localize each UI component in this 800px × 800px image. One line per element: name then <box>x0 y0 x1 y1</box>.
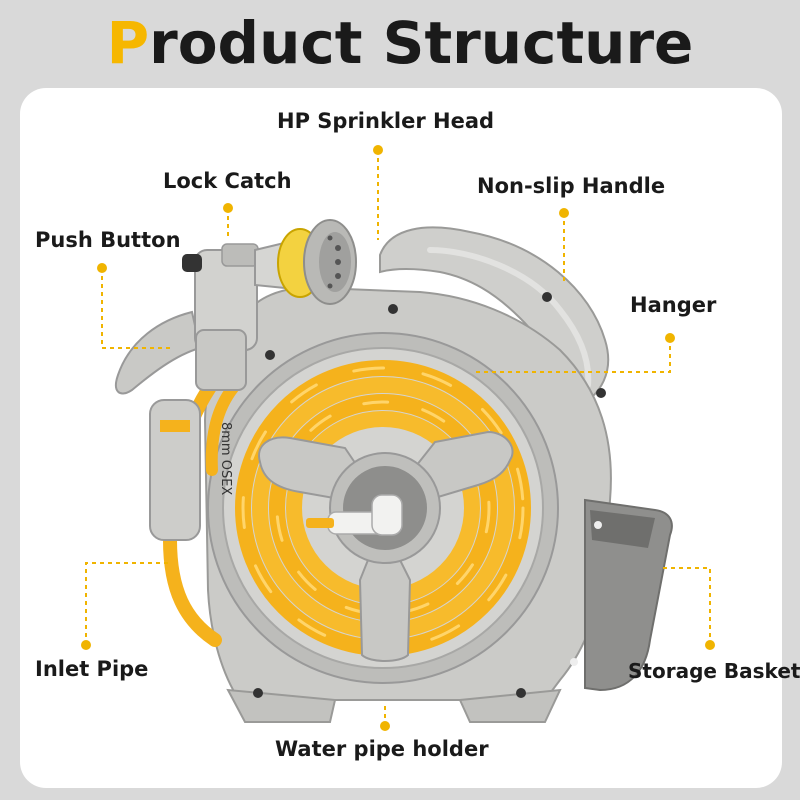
title-text: roduct Structure <box>149 9 694 77</box>
title-accent-letter: P <box>106 9 150 77</box>
storage-basket <box>570 498 673 692</box>
label-inlet-pipe: Inlet Pipe <box>35 657 149 681</box>
label-lock-catch: Lock Catch <box>163 169 292 193</box>
label-hanger: Hanger <box>630 293 717 317</box>
leader-lines <box>85 150 711 726</box>
leader-dots <box>81 145 715 731</box>
dot-lock-catch <box>223 203 233 213</box>
dot-hanger <box>665 333 675 343</box>
dot-hp-sprinkler-head <box>373 145 383 155</box>
dot-push-button <box>97 263 107 273</box>
label-hp-sprinkler-head: HP Sprinkler Head <box>277 109 495 133</box>
dot-water-pipe-holder <box>380 721 390 731</box>
label-push-button: Push Button <box>35 228 181 252</box>
page-title: Product Structure <box>0 8 800 78</box>
label-water-pipe-holder: Water pipe holder <box>275 737 489 761</box>
hose-print-text: 8mm OSEX <box>218 422 233 495</box>
label-non-slip-handle: Non-slip Handle <box>477 174 666 198</box>
spray-nozzle <box>114 219 357 541</box>
dot-inlet-pipe <box>81 640 91 650</box>
dot-storage-basket <box>705 640 715 650</box>
label-storage-basket: Storage Basket <box>628 659 800 683</box>
water-pipe-holder-hub <box>258 430 514 662</box>
dot-non-slip-handle <box>559 208 569 218</box>
